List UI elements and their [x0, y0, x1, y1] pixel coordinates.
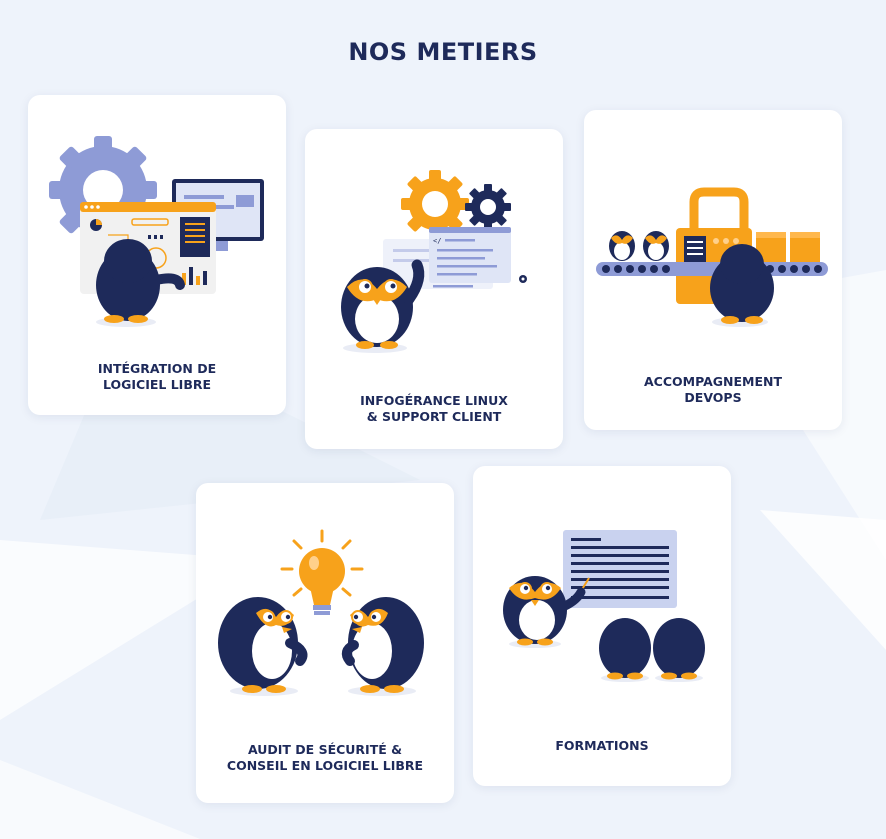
penguin-icon: [503, 576, 586, 648]
integration-illustration: [49, 136, 264, 327]
whiteboard-icon: [563, 530, 677, 608]
penguin-icon: [599, 618, 705, 682]
card-label: AUDIT DE SÉCURITÉ & CONSEIL EN LOGICIEL …: [226, 742, 424, 773]
card-label: INTÉGRATION DE LOGICIEL LIBRE: [97, 361, 217, 392]
card-formations[interactable]: FORMATIONS: [473, 466, 731, 786]
penguin-icon: [710, 244, 774, 327]
box-icon: [756, 232, 820, 262]
penguin-icon: [96, 239, 185, 327]
card-label: FORMATIONS: [555, 738, 649, 753]
penguin-icon: [341, 259, 425, 353]
card-audit-securite[interactable]: AUDIT DE SÉCURITÉ & CONSEIL EN LOGICIEL …: [196, 483, 454, 803]
page-title: NOS METIERS: [348, 38, 538, 67]
dashboard-window-icon: [80, 202, 216, 294]
card-accompagnement-devops[interactable]: ACCOMPAGNEMENT DEVOPS: [584, 110, 842, 430]
conveyor-icon: [596, 262, 828, 276]
formations-illustration: [503, 530, 705, 682]
lightbulb-icon: [280, 529, 364, 615]
card-label: ACCOMPAGNEMENT DEVOPS: [643, 374, 782, 405]
code-window-icon: </: [383, 227, 527, 289]
penguin-icon: [609, 231, 669, 261]
card-label: INFOGÉRANCE LINUX & SUPPORT CLIENT: [360, 393, 508, 424]
gear-icon: [465, 184, 511, 230]
devops-illustration: [596, 187, 828, 327]
card-infogerance-linux[interactable]: </ INFOGÉRANCE LINUX & SUPPORT CLIENT: [305, 129, 563, 449]
penguin-icon: [341, 597, 424, 696]
infogerance-illustration: </: [341, 170, 527, 353]
audit-illustration: [218, 529, 424, 696]
card-integration-logiciel-libre[interactable]: INTÉGRATION DE LOGICIEL LIBRE: [28, 95, 286, 415]
svg-text:</: </: [433, 237, 441, 245]
penguin-icon: [218, 597, 308, 696]
gear-icon: [401, 170, 469, 238]
